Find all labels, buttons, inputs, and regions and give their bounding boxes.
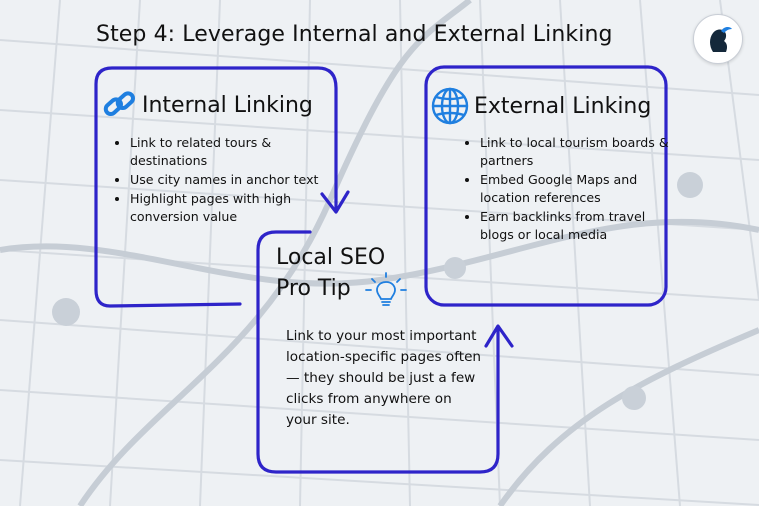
woman-silhouette-logo xyxy=(693,14,743,64)
internal-bullet-2: Use city names in anchor text xyxy=(130,171,320,189)
tip-title: Local SEO Pro Tip xyxy=(276,242,385,304)
globe-icon xyxy=(430,86,470,126)
internal-bullet-3: Highlight pages with high conversion val… xyxy=(130,190,320,226)
lightbulb-icon xyxy=(364,270,408,318)
link-icon xyxy=(102,88,138,122)
tip-frame-path xyxy=(256,230,500,474)
external-heading-text: External Linking xyxy=(474,93,652,119)
tip-title-line-2: Pro Tip xyxy=(276,276,351,301)
external-bullet-1: Link to local tourism boards & partners xyxy=(480,134,670,170)
external-bullet-2: Embed Google Maps and location reference… xyxy=(480,171,670,207)
internal-frame-path xyxy=(94,66,338,308)
external-frame xyxy=(424,65,668,307)
tip-body: Link to your most important location-spe… xyxy=(286,328,482,428)
internal-heading-text: Internal Linking xyxy=(142,92,313,118)
page-title: Step 4: Leverage Internal and External L… xyxy=(96,22,613,47)
tip-title-line-1: Local SEO xyxy=(276,245,386,270)
external-heading: External Linking xyxy=(430,86,651,126)
external-bullets: Link to local tourism boards & partners … xyxy=(464,134,670,245)
external-bullet-3: Earn backlinks from travel blogs or loca… xyxy=(480,208,670,244)
internal-arrow-head xyxy=(320,190,350,214)
internal-bullets: Link to related tours & destinations Use… xyxy=(114,134,320,227)
tip-arrow-head xyxy=(484,324,514,348)
internal-bullet-1: Link to related tours & destinations xyxy=(130,134,320,170)
internal-heading: Internal Linking xyxy=(102,88,313,122)
